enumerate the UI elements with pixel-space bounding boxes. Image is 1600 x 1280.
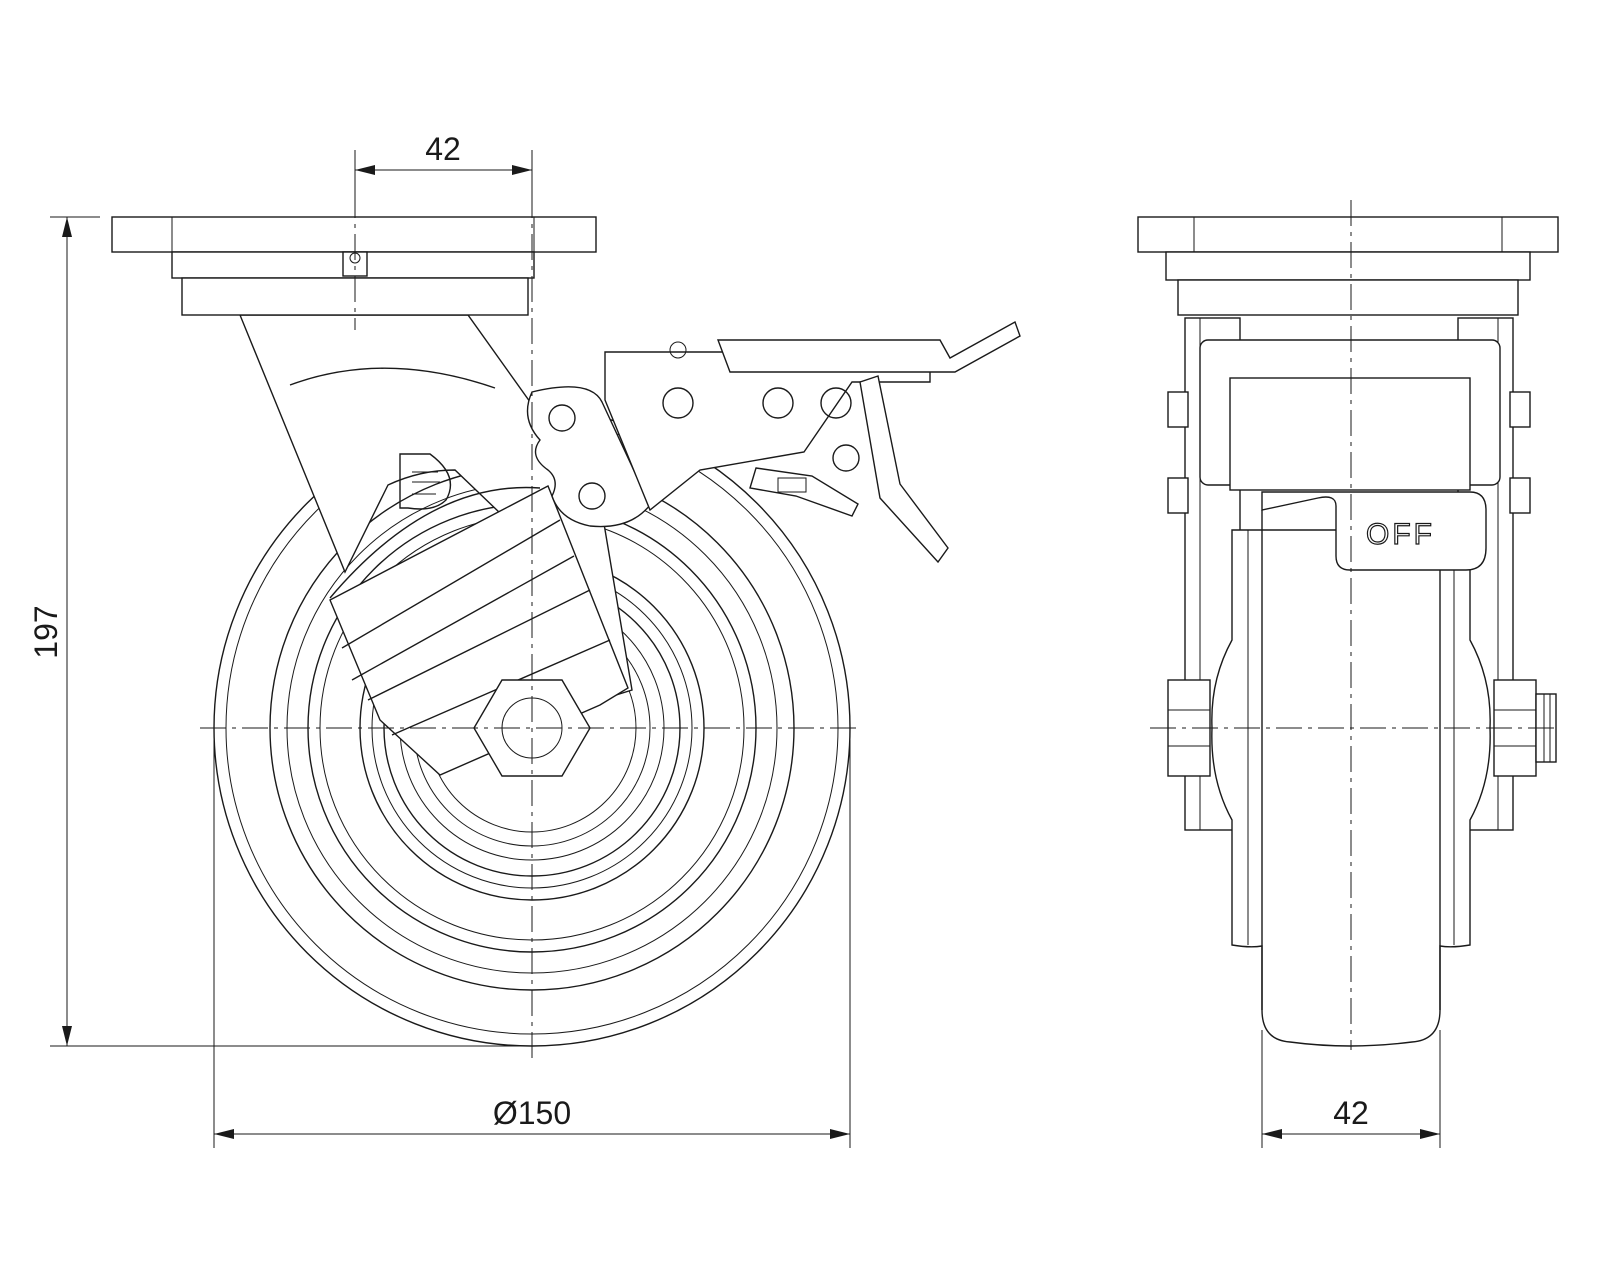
front-view: OFF: [1137, 200, 1560, 1050]
dimension-height-197: 197: [28, 216, 520, 1047]
side-view: [111, 150, 1021, 1062]
dimension-top-42-label: 42: [425, 131, 461, 167]
brand-logo: [399, 453, 452, 510]
dimension-top-42: 42: [354, 131, 533, 215]
brake-mechanism: [526, 320, 1021, 564]
front-view-top-plate: [1137, 216, 1559, 316]
dimension-diameter-150-label: Ø150: [493, 1095, 571, 1131]
dimension-height-197-label: 197: [28, 605, 64, 658]
dimension-diameter-150: Ø150: [213, 740, 851, 1148]
dimension-width-42: 42: [1261, 1030, 1441, 1148]
dimension-width-42-label: 42: [1333, 1095, 1369, 1131]
front-view-brake-housing: OFF: [1199, 339, 1501, 571]
side-view-top-plate: [111, 216, 597, 316]
brake-off-label: OFF: [1366, 518, 1435, 551]
